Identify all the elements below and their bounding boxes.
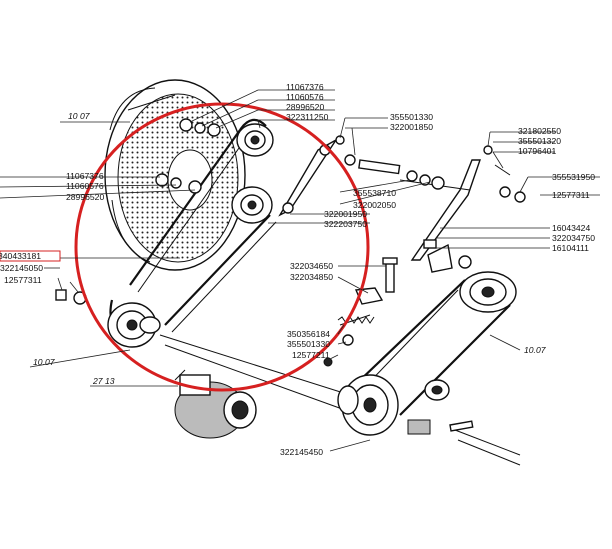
part-label: 350356184 [287, 329, 330, 339]
part-label: 355501320 [518, 136, 561, 146]
part-label: 28996520 [286, 102, 324, 112]
left-v-belt [109, 118, 277, 342]
shaft-bolt-top [335, 135, 401, 175]
part-label: 28996520 [66, 192, 104, 202]
right-small-parts [407, 379, 521, 466]
part-highlight-box [0, 250, 61, 262]
part-label: 11060576 [286, 92, 324, 102]
right-pulley-lower [337, 374, 399, 436]
perforated-disc [104, 79, 246, 271]
lower-idler-pulley [231, 186, 273, 224]
part-label: 322034750 [552, 233, 595, 243]
long-v-belt [159, 334, 351, 411]
section-ref: 10 07 [68, 111, 91, 121]
part-label: 322001950 [324, 209, 367, 219]
highlight-circle [74, 102, 370, 392]
small-washers-left [55, 289, 87, 305]
right-bracket [399, 145, 526, 273]
part-label: 322145050 [0, 263, 43, 273]
part-label: 322311250 [286, 112, 329, 122]
part-label: 355531950 [552, 172, 595, 182]
section-ref: 10.07 [524, 345, 547, 355]
part-label: 16104111 [552, 243, 589, 253]
part-label: 12577311 [4, 275, 42, 285]
part-label: 322203750 [324, 219, 367, 229]
part-label: 322002050 [353, 200, 396, 210]
section-ref: 10.07 [33, 357, 56, 367]
part-label: 355538710 [353, 188, 396, 198]
upper-idler-pulley [236, 123, 274, 157]
part-label: 355501330 [390, 112, 433, 122]
part-label: 10796401 [518, 146, 556, 156]
part-label: 340433181 [0, 251, 41, 261]
part-label: 321802550 [518, 126, 561, 136]
part-label: 16043424 [552, 223, 590, 233]
part-label: 11060576 [66, 181, 104, 191]
section-ref: 27 13 [92, 376, 115, 386]
part-label: 355501330 [287, 339, 330, 349]
mid-bolt-bracket [323, 257, 398, 367]
part-label: 322034850 [290, 272, 333, 282]
gearbox-motor [174, 369, 257, 439]
part-label: 322034650 [290, 261, 333, 271]
tensioner-arm [278, 139, 337, 217]
part-labels: 11067376 11060576 28996520 322311250 355… [0, 82, 595, 457]
leader-lines [0, 89, 600, 452]
right-pulley-upper [458, 255, 517, 313]
part-label: 322001850 [390, 122, 433, 132]
part-label: 11067376 [66, 171, 104, 181]
part-label: 11067376 [286, 82, 324, 92]
part-label: 12577211 [292, 350, 330, 360]
part-label: 322145450 [280, 447, 323, 457]
small-washers-top [155, 118, 221, 194]
lower-left-pulley [107, 302, 161, 348]
part-label: 12577311 [552, 190, 590, 200]
